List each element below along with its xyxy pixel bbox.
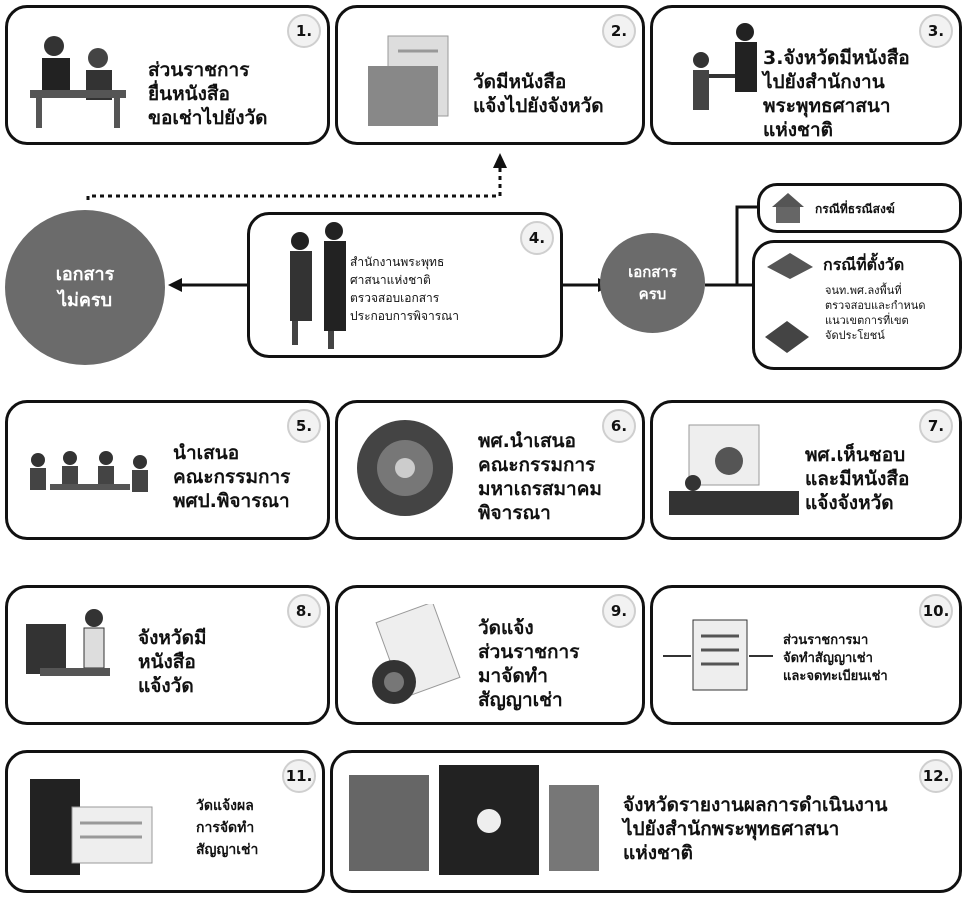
- step-10-number: 10.: [919, 594, 953, 628]
- step-11-text: วัดแจ้งผล การจัดทำ สัญญาเช่า: [196, 798, 259, 858]
- step-4-number: 4.: [520, 221, 554, 255]
- step-1-box: 1. ส่วนราชการ ยื่นหนังสือ ขอเช่าไปยังวัด: [5, 5, 330, 145]
- step-7-box: 7. พศ.เห็นชอบ และมีหนังสือ แจ้งจังหวัด: [650, 400, 962, 540]
- step-12-box: 12. จังหวัดรายงานผลการดำเนินงาน ไปยังสำน…: [330, 750, 962, 893]
- branch-temple-box: กรณีที่ตั้งวัด จนท.พศ.ลงพื้นที่ ตรวจสอบแ…: [752, 240, 962, 370]
- document-illustration: [368, 35, 449, 126]
- step-8-box: 8. จังหวัดมี หนังสือ แจ้งวัด: [5, 585, 330, 725]
- step-1-text: ส่วนราชการ ยื่นหนังสือ ขอเช่าไปยังวัด: [148, 59, 268, 129]
- step-12-text: จังหวัดรายงานผลการดำเนินงาน ไปยังสำนักพร…: [623, 794, 888, 864]
- step-1-number: 1.: [287, 14, 321, 48]
- step-2-text: วัดมีหนังสือ แจ้งไปยังจังหวัด: [473, 71, 604, 117]
- office-desk-illustration: [30, 36, 126, 128]
- map-icon: [765, 321, 809, 353]
- dotted-arrowhead: [493, 153, 507, 168]
- complete-documents-circle: เอกสาร ครบ: [600, 233, 705, 333]
- step-9-text: วัดแจ้ง ส่วนราชการ มาจัดทำ สัญญาเช่า: [478, 617, 580, 711]
- ministry-illustration: [349, 765, 599, 875]
- step-11-number: 11.: [282, 759, 316, 793]
- step-7-text: พศ.เห็นชอบ และมีหนังสือ แจ้งจังหวัด: [805, 444, 910, 514]
- step-7-number: 7.: [919, 409, 953, 443]
- contract-seal-illustration: [372, 604, 461, 704]
- step-6-box: 6. พศ.นำเสนอ คณะกรรมการ มหาเถรสมาคม พิจา…: [335, 400, 645, 540]
- step-2-number: 2.: [602, 14, 636, 48]
- handshake-illustration: [693, 23, 757, 110]
- step-4-box: 4. สำนักงานพระพุทธ ศาสนาแห่งชาติ ตรวจสอบ…: [247, 212, 563, 358]
- step-5-box: 5. นำเสนอ คณะกรรมการ พศป.พิจารณา: [5, 400, 330, 540]
- step-3-box: 3. 3.จังหวัดมีหนังสือ ไปยังสำนักงาน พระพ…: [650, 5, 962, 145]
- step-10-text: ส่วนราชการมา จัดทำสัญญาเช่า และจดทะเบียน…: [783, 633, 888, 684]
- book-contract-illustration: [30, 779, 153, 875]
- step-11-box: 11. วัดแจ้งผล การจัดทำ สัญญาเช่า: [5, 750, 325, 893]
- branch-landless-box: กรณีที่ธรณีสงฆ์: [757, 183, 962, 233]
- committee-illustration: [30, 451, 148, 492]
- dotted-connector: [86, 165, 502, 200]
- step-2-box: 2. วัดมีหนังสือ แจ้งไปยังจังหวัด: [335, 5, 645, 145]
- meeting-illustration: [26, 609, 110, 676]
- branch-lines: [705, 205, 757, 287]
- step-3-number: 3.: [919, 14, 953, 48]
- branch-temple-note: จนท.พศ.ลงพื้นที่ ตรวจสอบและกำหนด แนวเขตก…: [825, 284, 926, 342]
- step-12-number: 12.: [919, 759, 953, 793]
- step-9-number: 9.: [602, 594, 636, 628]
- step-4-text: สำนักงานพระพุทธ ศาสนาแห่งชาติ ตรวจสอบเอก…: [350, 255, 460, 323]
- step-6-number: 6.: [602, 409, 636, 443]
- officials-illustration: [290, 222, 346, 349]
- assembly-illustration: [357, 420, 453, 516]
- step-5-number: 5.: [287, 409, 321, 443]
- approval-illustration: [669, 424, 799, 515]
- land-icon: [767, 253, 813, 279]
- step-8-text: จังหวัดมี หนังสือ แจ้งวัด: [138, 627, 207, 697]
- incomplete-documents-circle: เอกสาร ไม่ครบ: [5, 210, 165, 365]
- step-3-text: 3.จังหวัดมีหนังสือ ไปยังสำนักงาน พระพุทธ…: [763, 47, 910, 141]
- step-10-box: 10. ส่วนราชการมา จัดทำสัญญาเช่า และจดทะเ…: [650, 585, 962, 725]
- branch-landless-text: กรณีที่ธรณีสงฆ์: [815, 202, 895, 216]
- step-8-number: 8.: [287, 594, 321, 628]
- step-6-text: พศ.นำเสนอ คณะกรรมการ มหาเถรสมาคม พิจารณา: [478, 430, 602, 524]
- step-5-text: นำเสนอ คณะกรรมการ พศป.พิจารณา: [173, 442, 291, 512]
- temple-icon: [772, 193, 804, 223]
- branch-temple-title: กรณีที่ตั้งวัด: [823, 255, 905, 274]
- clipboard-illustration: [663, 619, 773, 691]
- step-9-box: 9. วัดแจ้ง ส่วนราชการ มาจัดทำ สัญญาเช่า: [335, 585, 645, 725]
